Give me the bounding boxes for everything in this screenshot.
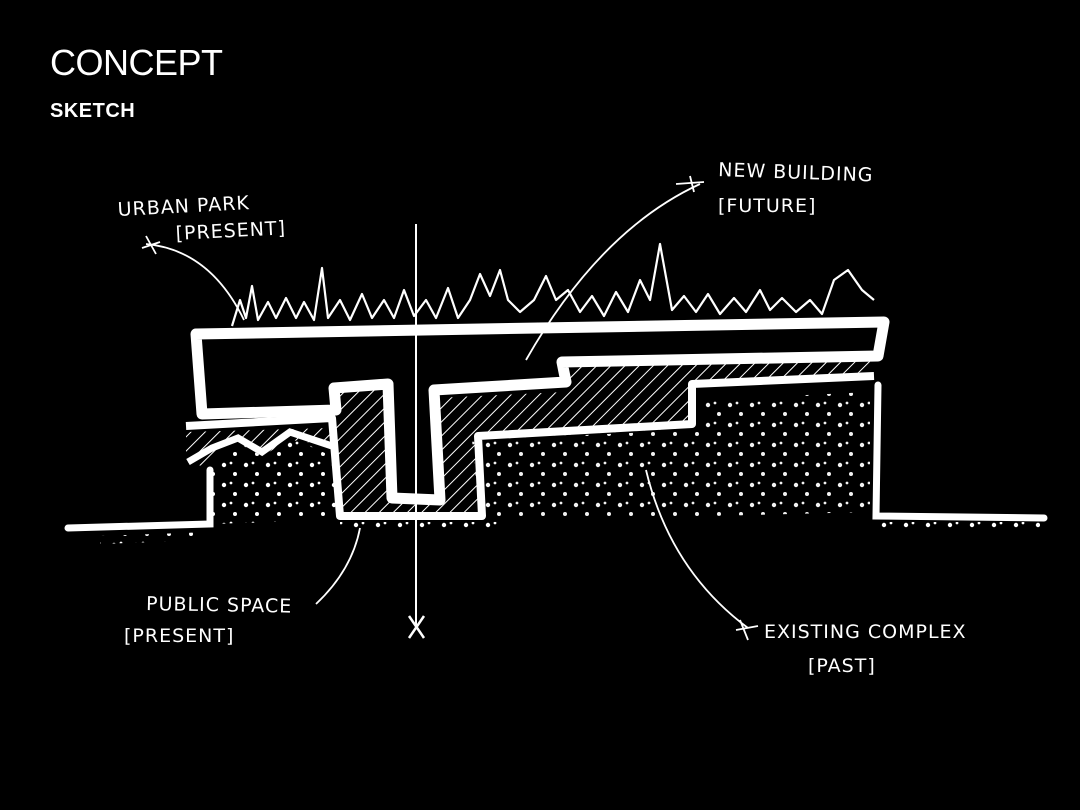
earth-dots-right [875, 522, 1040, 532]
leader-urban-park [145, 243, 245, 321]
label-existing-complex-era: [PAST] [808, 655, 876, 677]
new-building-outline [190, 316, 890, 506]
label-public-space: PUBLIC SPACE [146, 593, 293, 618]
label-new-building-era: [FUTURE] [718, 195, 816, 217]
leader-public-space [315, 527, 361, 605]
label-new-building: NEW BUILDING [718, 159, 874, 186]
earth-fill-center [472, 392, 870, 522]
leader-existing-complex [645, 469, 749, 629]
roof-vegetation [230, 242, 875, 327]
earth-dots-bottom [340, 522, 500, 532]
leader-new-building-tick [675, 175, 705, 193]
earth-dots-lower [100, 532, 210, 544]
existing-complex-outline [185, 372, 875, 520]
earth-fill-left [212, 436, 338, 524]
page-title: CONCEPT [50, 42, 223, 83]
existing-complex-hatch [190, 360, 870, 520]
label-urban-park: URBAN PARK [117, 192, 250, 221]
leader-existing-complex-tick [735, 619, 759, 641]
left-roof-zigzag [186, 428, 334, 466]
ground-line-left [64, 466, 214, 532]
leader-urban-park-tick [141, 235, 161, 255]
label-existing-complex: EXISTING COMPLEX [764, 621, 967, 643]
label-public-space-era: [PRESENT] [124, 625, 234, 647]
leader-new-building [525, 183, 701, 361]
ground-line-right [872, 381, 1048, 522]
page-subtitle: SKETCH [50, 100, 136, 122]
axis-cross [407, 615, 426, 639]
label-urban-park-era: [PRESENT] [175, 217, 286, 245]
